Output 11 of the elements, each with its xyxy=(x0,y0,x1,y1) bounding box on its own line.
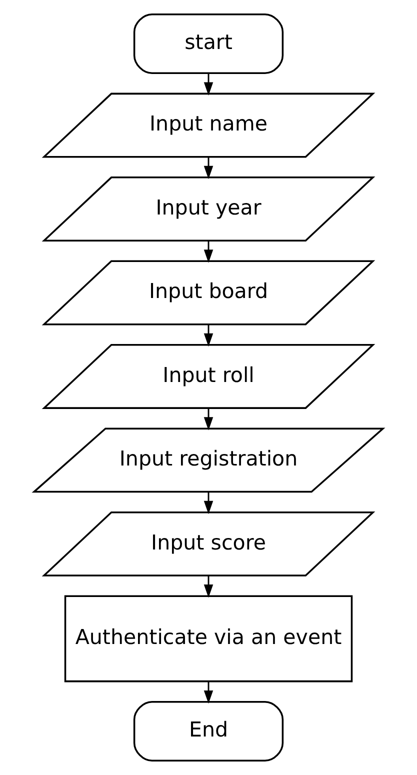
arrow xyxy=(204,681,214,704)
node-box: start xyxy=(133,13,284,74)
arrow xyxy=(204,157,214,180)
arrow xyxy=(204,576,214,598)
arrow xyxy=(204,241,214,263)
arrow xyxy=(204,492,214,514)
arrow xyxy=(204,408,214,430)
arrow xyxy=(204,324,214,347)
node-box: Authenticate via an event xyxy=(64,595,353,682)
node-box: End xyxy=(133,701,284,762)
arrow xyxy=(204,73,214,96)
